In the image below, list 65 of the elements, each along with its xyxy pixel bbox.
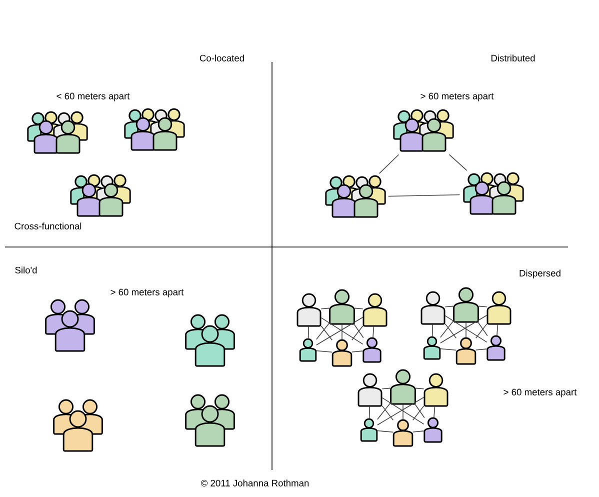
person-icon <box>358 373 382 407</box>
connector-line <box>475 348 488 350</box>
label-text: Silo'd <box>15 266 37 274</box>
label-text: > 60 meters apart <box>110 288 184 298</box>
label-text: > 60 meters apart <box>504 388 577 398</box>
team-drawing <box>463 172 524 215</box>
team-drawing <box>393 109 454 152</box>
team-drawing <box>325 175 386 218</box>
label-text: < 60 meters apart <box>56 92 130 102</box>
connector-line <box>448 154 468 171</box>
connector-line <box>351 350 364 352</box>
connector-line <box>402 404 404 420</box>
connector-line <box>412 405 424 421</box>
person-icon <box>424 373 448 407</box>
connector-line <box>308 326 309 340</box>
person-icon <box>392 419 414 447</box>
connector-line <box>372 326 374 338</box>
connector-line <box>377 402 391 420</box>
person-icon <box>360 418 378 442</box>
label-text: Distributed <box>491 54 535 62</box>
person-icon <box>420 291 446 325</box>
connector-line <box>440 348 457 351</box>
person-icon <box>362 337 382 363</box>
connector-line <box>444 306 454 308</box>
person-icon <box>390 369 416 405</box>
connector-line <box>320 308 330 310</box>
label-text: © 2011 Johanna Rothman <box>200 480 309 486</box>
connector-line <box>415 388 424 390</box>
connector-line <box>320 325 333 341</box>
person-icon <box>423 336 441 360</box>
connector-line <box>316 350 333 353</box>
person-icon <box>299 338 317 362</box>
connector-line <box>475 323 488 339</box>
connector-line <box>432 324 433 338</box>
connector-line <box>351 325 364 341</box>
connector-line <box>434 406 436 418</box>
connector-line <box>382 388 391 390</box>
person-icon <box>424 417 442 443</box>
person-icon <box>362 293 388 327</box>
connector-line <box>388 194 460 197</box>
person-icon <box>456 337 476 365</box>
label-text: Dispersed <box>520 270 560 278</box>
person-icon <box>486 291 512 325</box>
person-icon <box>486 335 506 361</box>
connector-line <box>444 323 457 339</box>
connector-line <box>378 154 400 174</box>
label-text: Cross-functional <box>14 222 82 230</box>
connector-line <box>412 430 424 432</box>
connector-line <box>414 404 425 418</box>
connector-line <box>354 308 364 310</box>
connector-line <box>382 405 394 421</box>
person-icon <box>453 287 479 323</box>
connector-line <box>368 406 370 420</box>
connector-line <box>377 430 394 433</box>
connector-line <box>496 324 498 336</box>
label-text: > 60 meters apart <box>420 92 494 102</box>
connector-line <box>478 322 488 336</box>
connector-line <box>478 306 488 308</box>
connector-line <box>316 322 330 340</box>
person-icon <box>329 289 355 325</box>
person-icon <box>332 339 352 367</box>
connector-line <box>440 320 454 338</box>
label-text: Co-located <box>200 54 244 62</box>
connector-line <box>354 324 364 338</box>
person-icon <box>296 293 322 327</box>
